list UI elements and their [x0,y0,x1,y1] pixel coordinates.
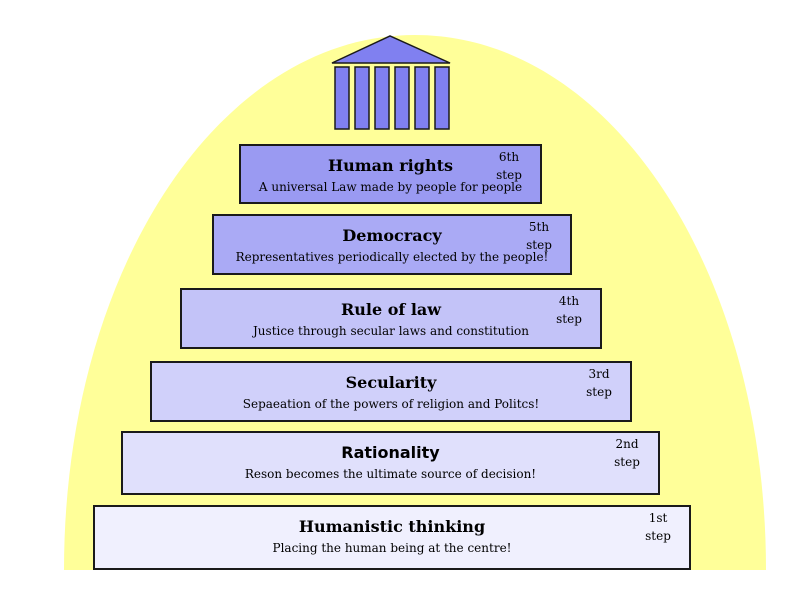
temple-column [414,66,430,130]
step-human-rights: Human rights A universal Law made by peo… [239,144,542,204]
step-rule-of-law: Rule of law Justice through secular laws… [180,288,602,349]
step-rationality: Rationality Reson becomes the ultimate s… [121,431,660,495]
temple-column [374,66,390,130]
step-title: Human rights [328,156,453,175]
step-secularity: Secularity Sepaeation of the powers of r… [150,361,632,422]
step-democracy: Democracy Representatives periodically e… [212,214,572,275]
temple-icon [331,35,451,130]
step-title: Rule of law [340,300,442,319]
step-description: Placing the human being at the centre! [272,541,512,555]
step-description: A universal Law made by people for peopl… [258,180,523,194]
temple-column [394,66,410,130]
temple-column [334,66,350,130]
step-title: Rationality [341,443,440,462]
temple-column [434,66,450,130]
step-description: Justice through secular laws and constit… [253,324,529,338]
step-title: Secularity [345,373,437,392]
temple-column [354,66,370,130]
step-description: Sepaeation of the powers of religion and… [242,397,540,411]
step-humanistic-thinking: Humanistic thinking Placing the human be… [93,505,691,570]
step-description: Reson becomes the ultimate source of dec… [244,467,537,481]
temple-roof [331,35,451,64]
step-title: Democracy [342,226,442,245]
step-description: Representatives periodically elected by … [235,250,549,264]
step-title: Humanistic thinking [298,517,486,536]
